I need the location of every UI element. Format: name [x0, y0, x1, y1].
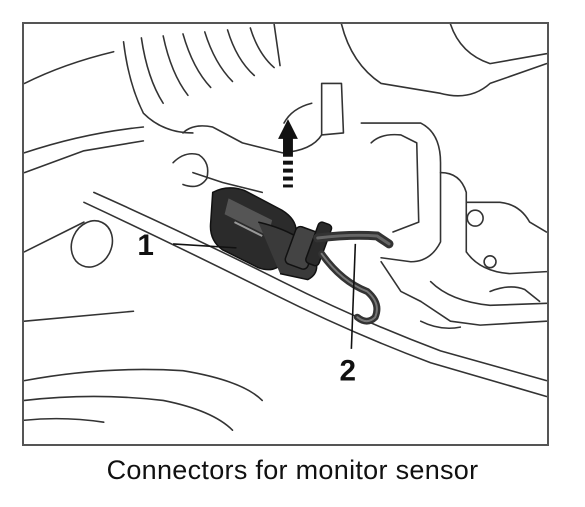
callout-2-leader — [350, 243, 357, 349]
figure-frame: 1 2 — [22, 22, 549, 446]
technical-illustration: 1 2 — [24, 24, 547, 431]
figure-caption: Connectors for monitor sensor — [106, 455, 479, 485]
sensor-wiring-harness — [313, 230, 394, 325]
callout-1-leader — [173, 243, 237, 249]
up-arrow-icon — [278, 119, 298, 188]
connector-assembly — [209, 187, 333, 281]
engine-outline-drawing — [24, 24, 547, 431]
callout-1-label: 1 — [137, 229, 154, 262]
callout-2-label: 2 — [339, 355, 356, 388]
